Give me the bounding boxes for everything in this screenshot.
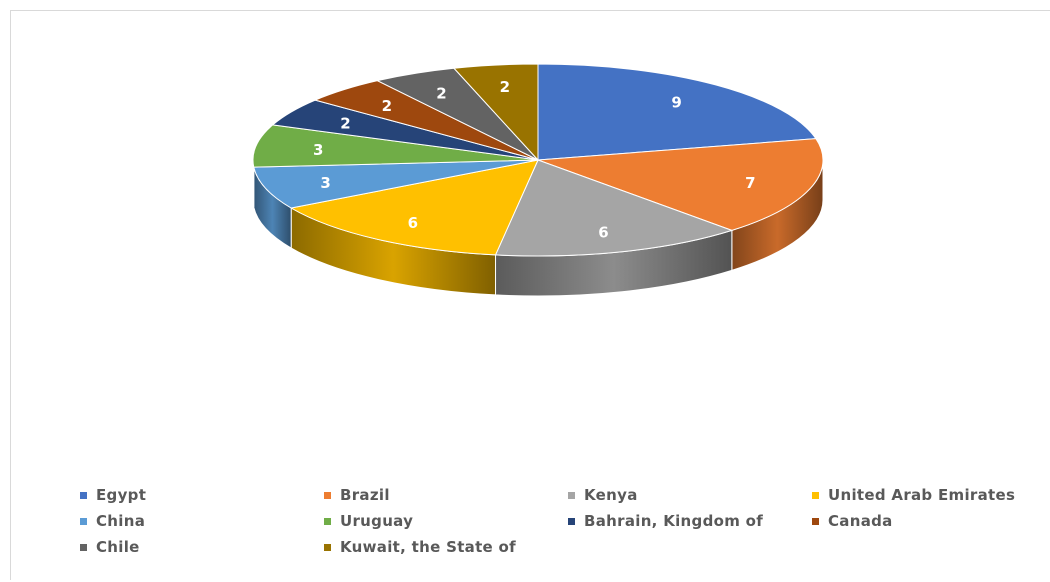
legend-label: Kuwait, the State of bbox=[340, 538, 516, 556]
legend-item-china: China bbox=[80, 512, 145, 530]
data-label-united-arab-emirates: 6 bbox=[408, 214, 418, 232]
pie-slice-uruguay bbox=[252, 124, 539, 168]
pie-slice-egypt bbox=[537, 63, 817, 161]
legend-label: Brazil bbox=[340, 486, 390, 504]
legend-swatch bbox=[568, 517, 575, 525]
legend-item-united-arab-emirates: United Arab Emirates bbox=[812, 486, 1015, 504]
data-label-brazil: 7 bbox=[745, 174, 755, 192]
legend-item-brazil: Brazil bbox=[324, 486, 390, 504]
legend-swatch bbox=[812, 517, 819, 525]
pie-slices bbox=[252, 63, 824, 257]
legend-swatch bbox=[80, 543, 87, 551]
data-label-bahrain-kingdom-of: 2 bbox=[340, 115, 350, 133]
pie-slice-kuwait-the-state-of bbox=[452, 63, 539, 162]
chart-area bbox=[10, 10, 1050, 580]
pie-slice-kenya bbox=[494, 159, 734, 257]
pie-sides bbox=[252, 159, 824, 297]
pie-slice-brazil bbox=[537, 138, 824, 231]
legend-item-canada: Canada bbox=[812, 512, 893, 530]
legend-item-egypt: Egypt bbox=[80, 486, 146, 504]
legend-label: Egypt bbox=[96, 486, 147, 504]
data-label-uruguay: 3 bbox=[313, 141, 323, 159]
legend-item-uruguay: Uruguay bbox=[324, 512, 413, 530]
legend-label: Uruguay bbox=[340, 512, 414, 530]
data-label-egypt: 9 bbox=[671, 94, 681, 112]
legend-label: Canada bbox=[828, 512, 893, 530]
legend-item-bahrain-kingdom-of: Bahrain, Kingdom of bbox=[568, 512, 763, 530]
legend-swatch bbox=[812, 491, 819, 499]
legend-swatch bbox=[80, 517, 87, 525]
legend-label: Kenya bbox=[584, 486, 638, 504]
legend-swatch bbox=[80, 491, 87, 499]
legend-swatch bbox=[324, 543, 331, 551]
legend-swatch bbox=[324, 491, 331, 499]
legend-label: Bahrain, Kingdom of bbox=[584, 512, 764, 530]
data-label-kenya: 6 bbox=[598, 224, 608, 242]
data-label-chile: 2 bbox=[436, 85, 446, 103]
pie-slice-united-arab-emirates bbox=[289, 159, 539, 256]
legend-label: Chile bbox=[96, 538, 140, 556]
data-label-china: 3 bbox=[320, 174, 330, 192]
legend-label: United Arab Emirates bbox=[828, 486, 1016, 504]
pie-slice-china bbox=[253, 159, 539, 209]
legend-item-kuwait-the-state-of: Kuwait, the State of bbox=[324, 538, 516, 556]
data-label-kuwait-the-state-of: 2 bbox=[500, 78, 510, 96]
legend-item-kenya: Kenya bbox=[568, 486, 638, 504]
legend-label: China bbox=[96, 512, 146, 530]
data-label-canada: 2 bbox=[382, 97, 392, 115]
legend-swatch bbox=[324, 517, 331, 525]
legend-item-chile: Chile bbox=[80, 538, 140, 556]
legend-swatch bbox=[568, 491, 575, 499]
